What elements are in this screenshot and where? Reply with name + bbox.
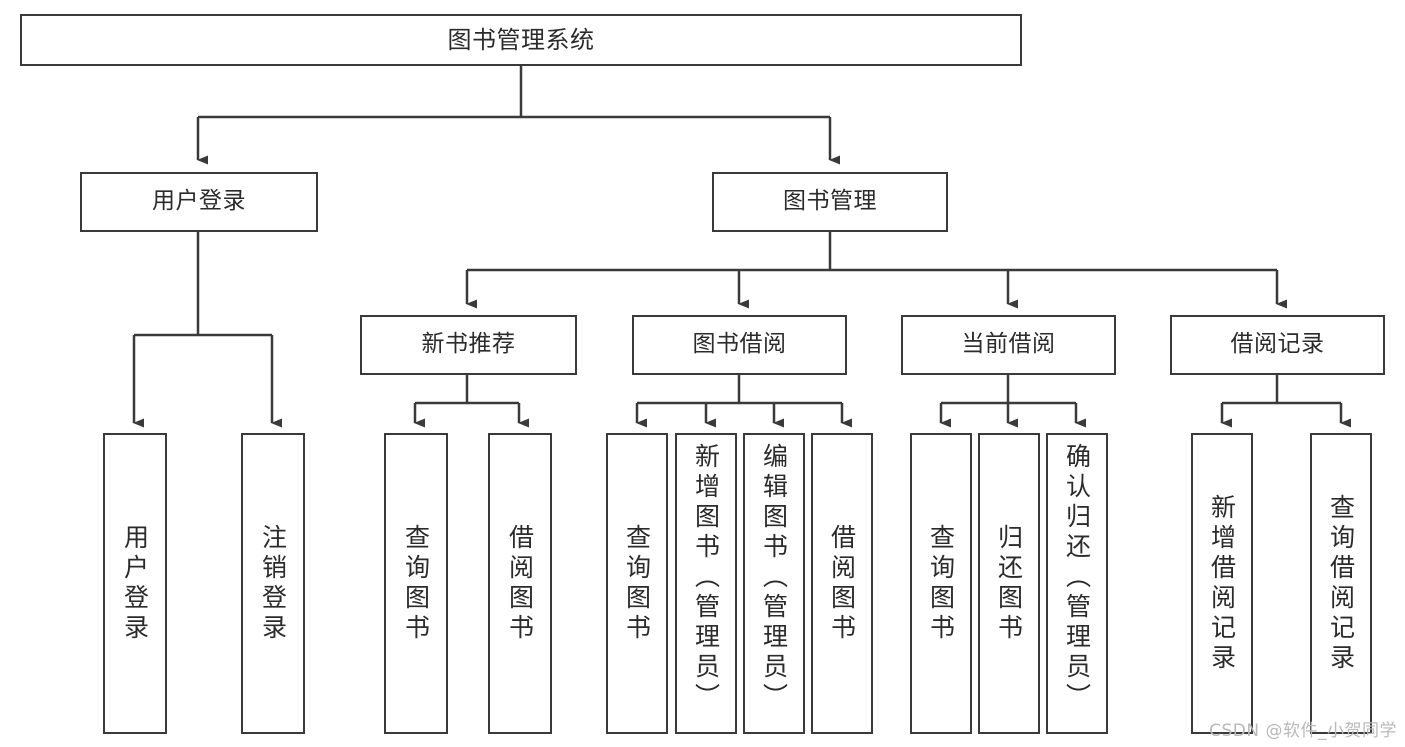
- leaf-book-borrow-query-book[interactable]: 查询图书: [606, 433, 668, 734]
- node-label: 借阅图书: [505, 523, 535, 644]
- leaf-borrow-record-add-record[interactable]: 新增借阅记录: [1191, 433, 1253, 734]
- node-label: 查询图书: [401, 523, 431, 644]
- node-label: 查询图书: [926, 523, 956, 644]
- node-label: 用户登录: [152, 188, 246, 215]
- node-label: 图书管理系统: [447, 25, 595, 54]
- leaf-user-login-login[interactable]: 用户登录: [103, 433, 167, 734]
- node-label: 编辑图书（管理员）: [759, 443, 789, 713]
- node-label: 新书推荐: [421, 331, 516, 358]
- node-label: 确认归还（管理员）: [1062, 443, 1092, 713]
- node-label: 图书管理: [783, 188, 877, 215]
- leaf-current-borrow-return-book[interactable]: 归还图书: [978, 433, 1040, 734]
- leaf-new-book-query-book[interactable]: 查询图书: [384, 433, 448, 734]
- leaf-borrow-record-query-record[interactable]: 查询借阅记录: [1310, 433, 1372, 734]
- watermark: CSDN @软件_小贺同学: [1209, 721, 1397, 741]
- node-new-book-recommend[interactable]: 新书推荐: [360, 315, 577, 375]
- node-label: 归还图书: [994, 523, 1024, 644]
- leaf-current-borrow-query-book[interactable]: 查询图书: [910, 433, 972, 734]
- leaf-current-borrow-confirm-return-admin[interactable]: 确认归还（管理员）: [1046, 433, 1108, 734]
- node-borrow-record[interactable]: 借阅记录: [1170, 315, 1385, 375]
- node-label: 用户登录: [120, 523, 150, 644]
- leaf-book-borrow-borrow-book[interactable]: 借阅图书: [811, 433, 873, 734]
- node-book-management[interactable]: 图书管理: [712, 172, 948, 232]
- node-label: 新增借阅记录: [1207, 493, 1237, 674]
- node-label: 图书借阅: [692, 331, 787, 358]
- node-book-borrow[interactable]: 图书借阅: [632, 315, 847, 375]
- node-label: 借阅图书: [827, 523, 857, 644]
- node-label: 当前借阅: [961, 331, 1056, 358]
- node-label: 查询图书: [622, 523, 652, 644]
- node-root-book-management-system[interactable]: 图书管理系统: [20, 14, 1022, 66]
- node-current-borrow[interactable]: 当前借阅: [901, 315, 1116, 375]
- node-label: 新增图书（管理员）: [691, 443, 721, 713]
- leaf-book-borrow-add-book-admin[interactable]: 新增图书（管理员）: [675, 433, 737, 734]
- node-label: 注销登录: [258, 523, 288, 644]
- leaf-user-login-logout[interactable]: 注销登录: [241, 433, 305, 734]
- leaf-new-book-borrow-book[interactable]: 借阅图书: [488, 433, 552, 734]
- node-user-login[interactable]: 用户登录: [80, 172, 318, 232]
- node-label: 借阅记录: [1230, 331, 1325, 358]
- node-label: 查询借阅记录: [1326, 493, 1356, 674]
- leaf-book-borrow-edit-book-admin[interactable]: 编辑图书（管理员）: [743, 433, 805, 734]
